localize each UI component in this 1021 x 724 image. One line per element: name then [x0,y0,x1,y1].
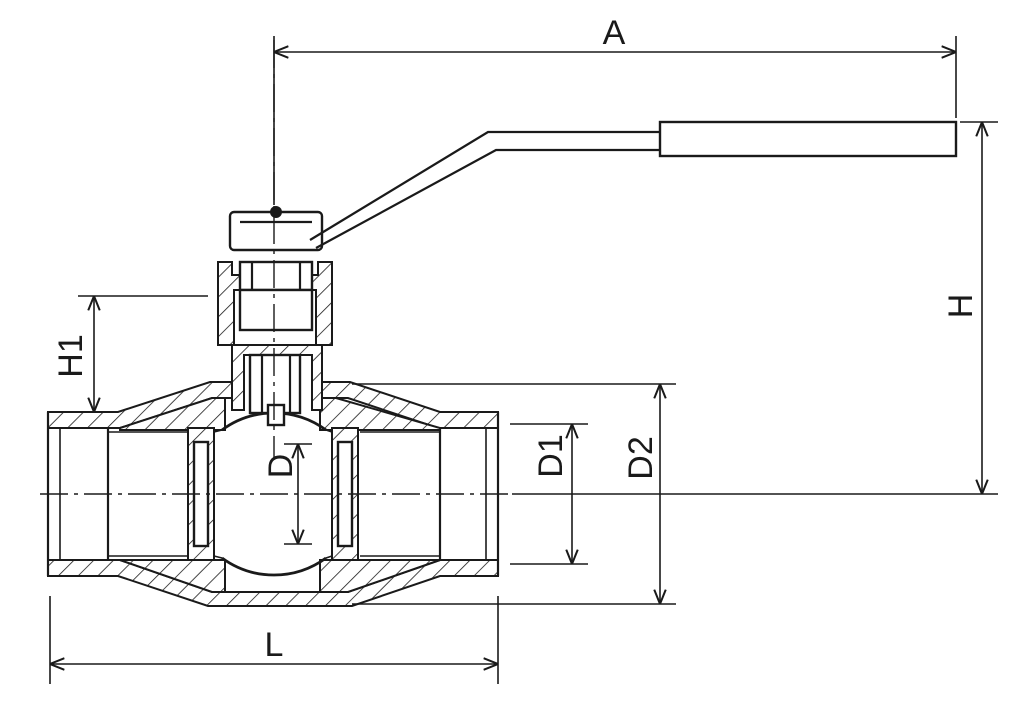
seats [187,427,359,561]
dimension-H: H [512,121,998,495]
label-A: A [603,14,626,52]
label-L: L [265,626,284,664]
valve-body [46,381,500,607]
dimension-D1: D1 [510,423,588,565]
dimension-H1: H1 [52,295,208,412]
dimension-D2: D2 [352,383,676,605]
label-D: D [262,454,300,479]
dimension-L: L [49,596,499,684]
handle [228,120,958,252]
dimension-A: A [273,14,957,205]
dimension-D: D [262,443,312,545]
label-H: H [942,294,980,319]
label-D2: D2 [622,436,660,479]
label-H1: H1 [52,334,90,377]
label-D1: D1 [532,434,570,477]
stem-housing [217,260,333,427]
